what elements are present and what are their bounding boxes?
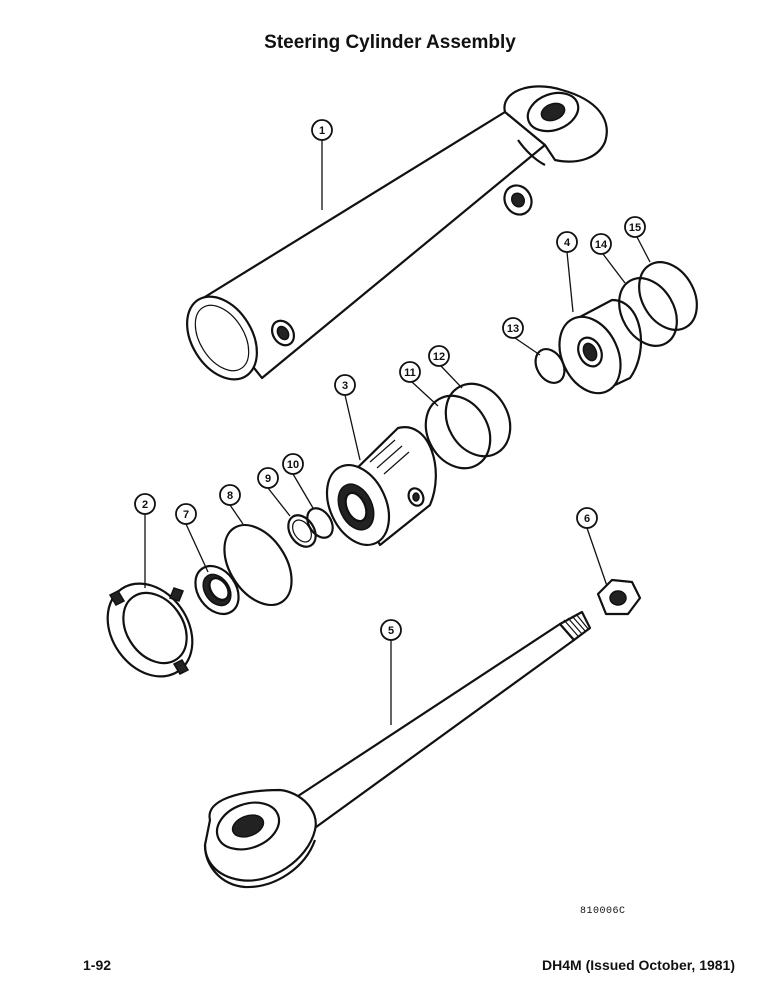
part-15-wear-ring xyxy=(638,261,698,331)
callout-15-label: 15 xyxy=(629,222,641,234)
callout-12: 12 xyxy=(428,345,450,367)
leader-lines xyxy=(144,140,651,725)
part-3-gland xyxy=(325,426,437,547)
leader-14 xyxy=(602,253,626,284)
callout-4-label: 4 xyxy=(564,237,571,249)
page-title: Steering Cylinder Assembly xyxy=(264,32,516,53)
part-14-seal-ring xyxy=(618,277,678,347)
leader-6 xyxy=(586,527,608,587)
leader-9 xyxy=(267,487,291,517)
part-7-wiper-seal xyxy=(194,564,240,616)
part-1-cylinder-barrel xyxy=(186,85,608,381)
part-6-hex-nut xyxy=(596,578,642,616)
callout-2-label: 2 xyxy=(142,499,148,511)
callout-7-label: 7 xyxy=(183,509,189,521)
part-12-backup-ring xyxy=(444,382,512,458)
callout-9-label: 9 xyxy=(265,473,271,485)
callout-10-label: 10 xyxy=(287,459,299,471)
part-8-snap-ring xyxy=(223,523,293,607)
callout-1-label: 1 xyxy=(319,125,325,137)
leader-11 xyxy=(411,381,439,407)
callout-14: 14 xyxy=(590,233,612,255)
part-2-locknut xyxy=(106,582,194,678)
leader-7 xyxy=(185,523,209,573)
leader-3 xyxy=(344,394,361,461)
leader-15 xyxy=(636,236,651,263)
callout-6-label: 6 xyxy=(584,513,590,525)
page-number: 1-92 xyxy=(83,957,112,973)
callout-14-label: 14 xyxy=(595,239,608,251)
callout-2: 2 xyxy=(134,493,156,515)
callout-4: 4 xyxy=(556,231,578,253)
part-9-o-ring xyxy=(287,514,317,548)
callout-13: 13 xyxy=(502,317,524,339)
part-10-backup-ring xyxy=(306,507,334,539)
callout-11-label: 11 xyxy=(404,367,416,379)
document-reference: DH4M (Issued October, 1981) xyxy=(542,957,735,973)
callout-5-label: 5 xyxy=(388,625,394,637)
figure-code: 810006C xyxy=(580,906,626,917)
leader-4 xyxy=(566,251,574,313)
callout-3-label: 3 xyxy=(342,380,348,392)
leader-13 xyxy=(514,337,541,356)
leader-12 xyxy=(440,365,463,389)
callout-8-label: 8 xyxy=(227,490,233,502)
callout-6: 6 xyxy=(576,507,598,529)
callout-9: 9 xyxy=(257,467,279,489)
callout-15: 15 xyxy=(624,216,646,238)
part-5-piston-rod xyxy=(203,610,592,889)
callout-12-label: 12 xyxy=(433,351,445,363)
leader-10 xyxy=(292,473,314,509)
part-11-o-ring xyxy=(424,394,492,470)
callout-7: 7 xyxy=(175,503,197,525)
callout-13-label: 13 xyxy=(507,323,519,335)
leader-8 xyxy=(229,504,244,525)
callout-8: 8 xyxy=(219,484,241,506)
callout-10: 10 xyxy=(282,453,304,475)
callout-5: 5 xyxy=(380,619,402,641)
callout-11: 11 xyxy=(399,361,421,383)
callout-1: 1 xyxy=(311,119,333,141)
part-4-piston xyxy=(558,298,643,395)
callout-3: 3 xyxy=(334,374,356,396)
